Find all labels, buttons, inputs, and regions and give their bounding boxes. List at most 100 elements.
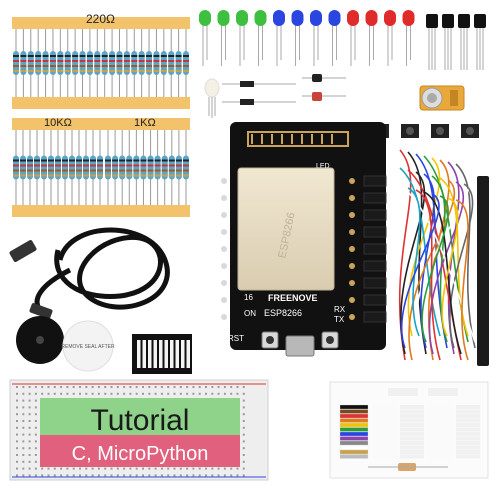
resistor-band (168, 70, 175, 72)
silk-led: LED (316, 163, 330, 170)
breadboard-hole (41, 467, 44, 470)
breadboard-hole (116, 392, 119, 395)
resistor-strip-1k (104, 118, 190, 217)
header-pin (363, 277, 387, 289)
breadboard-hole (142, 386, 144, 388)
resistor-band (27, 164, 33, 167)
led (365, 10, 378, 26)
resistor-band (175, 174, 182, 177)
resistor-band (183, 164, 189, 167)
resistor-band (27, 65, 34, 67)
pad (349, 212, 355, 218)
breadboard-hole (22, 420, 25, 422)
table-cell (428, 445, 452, 450)
breadboard-hole (154, 474, 157, 477)
breadboard-hole (179, 467, 182, 470)
table-cell (372, 445, 396, 450)
resistor-band (76, 169, 82, 172)
resistor-row (105, 130, 189, 205)
resistor-band (20, 164, 26, 167)
resistor-band (123, 60, 130, 62)
breadboard-hole (142, 474, 144, 477)
resistor-band (27, 159, 33, 162)
breadboard-hole (22, 399, 25, 402)
breadboard-hole (186, 467, 189, 470)
resistor-band (138, 65, 145, 67)
resistor-band (133, 159, 140, 162)
silk-tx: TX (334, 315, 345, 324)
resistor-band (119, 164, 126, 167)
tutorial-pink-band (40, 435, 240, 467)
table-cell (428, 423, 452, 427)
breadboard-hole (60, 392, 63, 395)
led (254, 10, 267, 26)
resistor-band (153, 60, 160, 62)
resistor-band (101, 65, 108, 67)
resistor-band (97, 159, 103, 162)
breadboard-hole (135, 467, 138, 470)
resistor-band (55, 169, 61, 172)
breadboard-hole (22, 433, 25, 436)
breadboard-hole (236, 467, 239, 470)
silk-rst: RST (228, 334, 244, 343)
resistor-band (183, 169, 189, 172)
breadboard-hole (79, 474, 81, 477)
jumper-wire (428, 181, 465, 355)
breadboard-hole (34, 460, 37, 463)
led (347, 10, 359, 26)
pad (349, 314, 355, 320)
breadboard-hole (148, 474, 151, 477)
breadboard-hole (16, 399, 18, 402)
breadboard-hole (230, 386, 233, 388)
table-cell (372, 414, 396, 418)
breadboard-hole (192, 392, 195, 395)
table-cell (456, 445, 480, 450)
jumper-wire (408, 179, 456, 361)
resistor-band (86, 55, 93, 57)
breadboard-hole (22, 406, 25, 409)
resistor-band (105, 174, 111, 177)
pushbutton-row (371, 124, 479, 138)
header-pin (221, 212, 227, 218)
breadboard-hole (211, 392, 214, 395)
potentiometer (419, 85, 465, 111)
breadboard-hole (28, 460, 31, 463)
rgb-led (204, 78, 220, 118)
breadboard-hole (91, 474, 94, 477)
resistor-band (138, 70, 145, 72)
resistor-band (64, 55, 71, 57)
resistor-band (97, 164, 103, 167)
resistor-band (57, 60, 64, 62)
breadboard-hole (22, 460, 25, 463)
resistor-band (123, 55, 130, 57)
led (310, 10, 322, 26)
table-cell (428, 450, 452, 454)
resistor-band (112, 174, 119, 177)
jumper-wire (399, 185, 476, 343)
resistor-band (109, 60, 116, 62)
resistor-band (62, 174, 68, 177)
resistor-band (34, 174, 40, 177)
breadboard-hole (211, 386, 214, 388)
resistor-band (131, 55, 138, 57)
resistor-band (183, 55, 189, 57)
pad (349, 195, 355, 201)
resistor-band (175, 70, 182, 72)
breadboard-hole (28, 406, 31, 409)
tutorial-title: Tutorial (91, 404, 190, 437)
resistor-band (49, 70, 56, 72)
resistor-band (69, 169, 75, 172)
breadboard-hole (242, 399, 245, 402)
breadboard-hole (173, 467, 176, 470)
breadboard-hole (16, 420, 18, 422)
usb-port (285, 335, 315, 357)
breadboard-hole (104, 392, 107, 395)
breadboard-hole (34, 386, 37, 388)
resistor-band (34, 164, 40, 167)
breadboard-hole (66, 474, 69, 477)
breadboard-hole (110, 467, 113, 470)
breadboard-hole (123, 467, 126, 470)
resistor-band (13, 70, 19, 72)
breadboard-hole (53, 467, 56, 470)
breadboard-hole (142, 392, 144, 395)
